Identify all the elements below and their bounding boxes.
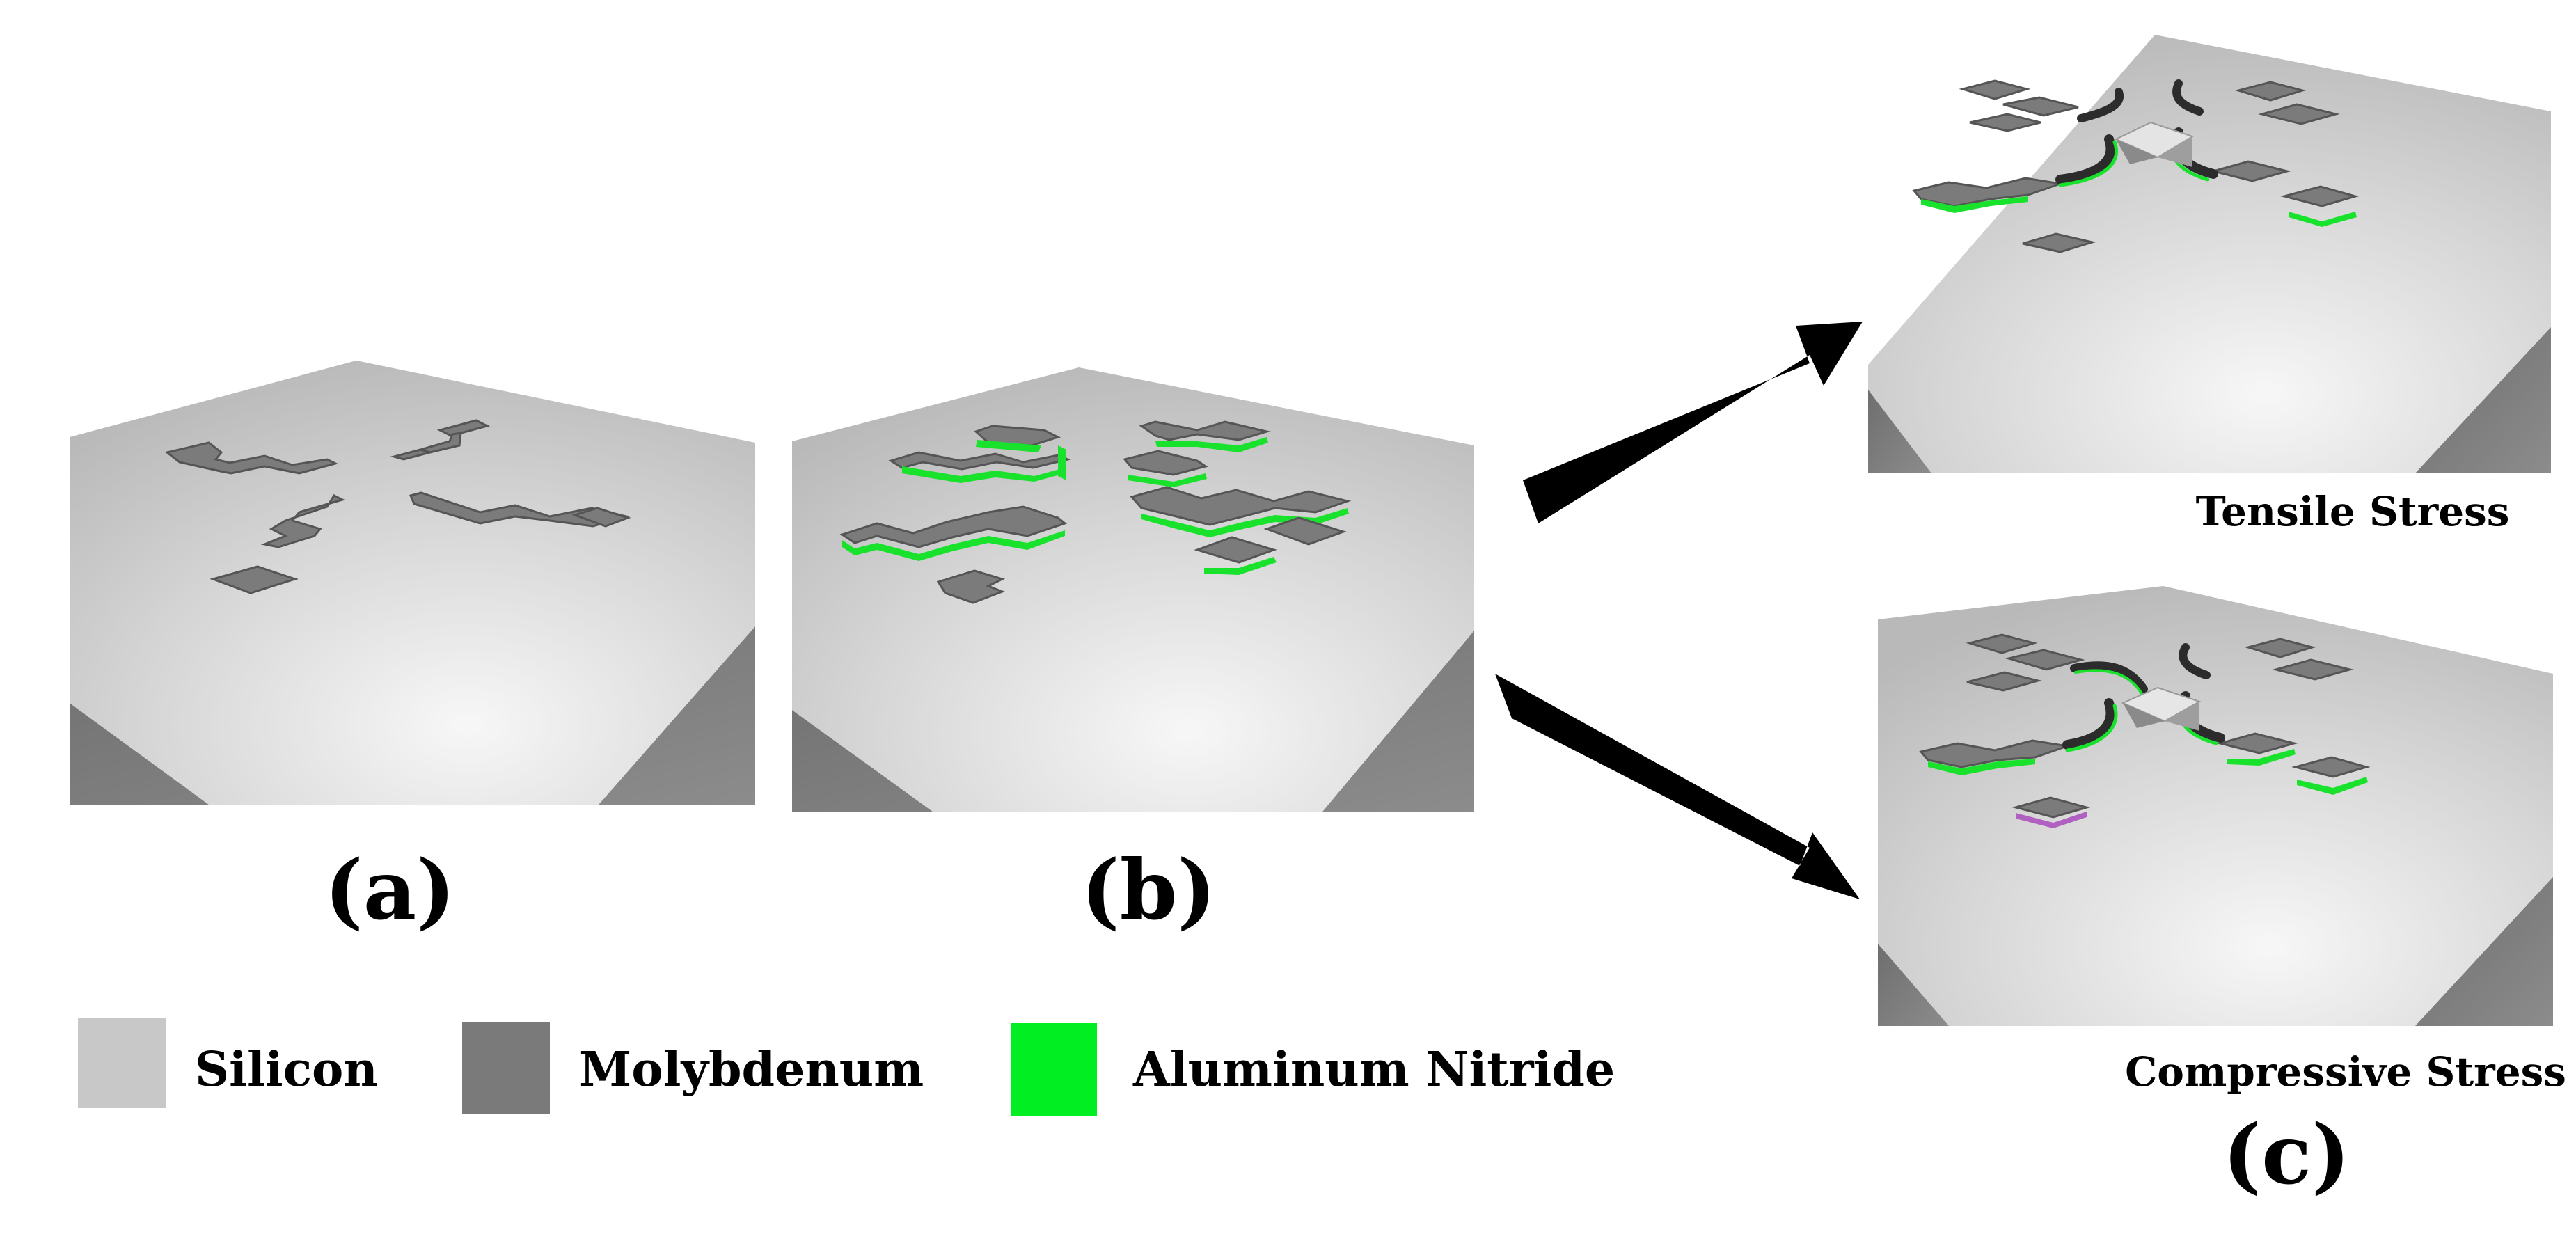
- panel-c-tensile-substrate: [1868, 35, 2551, 473]
- legend-swatch-silicon: [78, 1018, 166, 1108]
- panel-c-label: (c): [2222, 1106, 2350, 1203]
- panel-c-compressive-pattern: [1919, 633, 2371, 828]
- panel-c-tensile-etch-pit: [2114, 121, 2195, 167]
- legend-swatch-molybdenum: [462, 1022, 550, 1114]
- panel-c-compressive-substrate: [1878, 586, 2553, 1026]
- panel-c-tensile-pattern: [1912, 79, 2360, 253]
- legend-label-molybdenum: Molybdenum: [579, 1042, 924, 1098]
- panel-b-substrate: [792, 367, 1474, 812]
- legend-label-silicon: Silicon: [195, 1042, 378, 1098]
- panel-b-pattern: [839, 420, 1352, 604]
- compressive-stress-label: Compressive Stress: [2125, 1048, 2566, 1096]
- legend-swatch-aluminum-nitride: [1011, 1023, 1097, 1116]
- legend-label-aluminum-nitride: Aluminum Nitride: [1132, 1042, 1615, 1098]
- tensile-stress-label: Tensile Stress: [2196, 488, 2510, 535]
- panel-a-substrate: [70, 361, 755, 805]
- panel-b-label: (b): [1081, 841, 1216, 938]
- arrow-to-tensile: [1523, 322, 1863, 523]
- legend: Silicon Molybdenum Aluminum Nitride: [78, 1018, 1615, 1116]
- panel-a-molybdenum-pattern: [164, 419, 631, 594]
- panel-c-compressive-etch-pit: [2121, 686, 2202, 731]
- panel-a-label: (a): [324, 841, 455, 938]
- arrow-to-compressive: [1495, 674, 1860, 899]
